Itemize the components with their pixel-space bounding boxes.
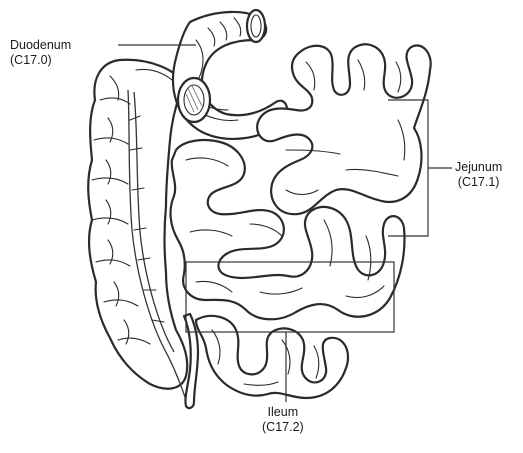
duodenum-label: Duodenum (C17.0) <box>10 38 71 68</box>
cut-end <box>178 78 210 122</box>
jejunum-name: Jejunum <box>455 160 502 175</box>
ileum-name: Ileum <box>262 405 304 420</box>
duodenum-code: (C17.0) <box>10 53 71 68</box>
jejunum <box>257 44 431 214</box>
ileum <box>184 314 348 408</box>
ileum-label: Ileum (C17.2) <box>262 405 304 435</box>
duodenum-name: Duodenum <box>10 38 71 53</box>
ileum-code: (C17.2) <box>262 420 304 435</box>
jejunum-label: Jejunum (C17.1) <box>455 160 502 190</box>
jejunum-code: (C17.1) <box>455 175 502 190</box>
